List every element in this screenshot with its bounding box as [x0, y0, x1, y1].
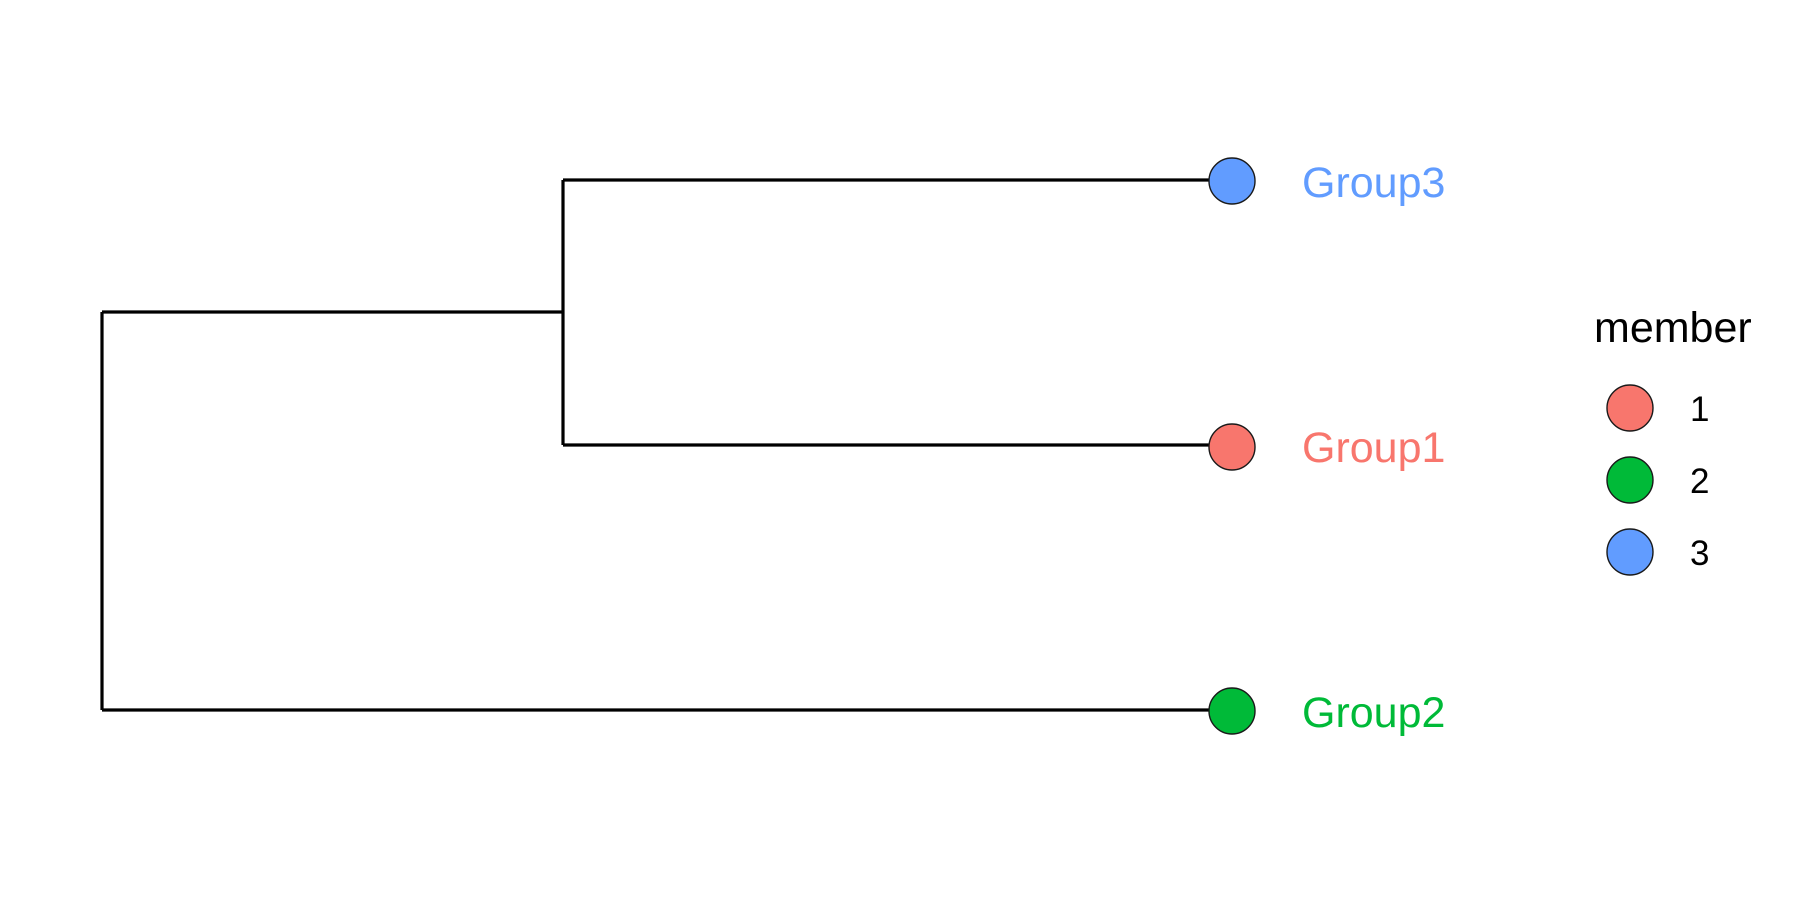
legend-key-2 [1606, 456, 1654, 504]
tip-point-group2 [1208, 687, 1256, 735]
tip-label-group3: Group3 [1302, 159, 1445, 207]
legend-title: member [1594, 304, 1752, 352]
tree-branches [100, 178, 1232, 712]
legend-item-1: 1 [1606, 384, 1709, 432]
tip-group2: Group2 [1208, 687, 1445, 737]
tip-label-group1: Group1 [1302, 424, 1445, 472]
legend-key-1 [1606, 384, 1654, 432]
legend: member 1 2 3 [1594, 304, 1752, 576]
tip-point-group3 [1208, 157, 1256, 205]
legend-item-2: 2 [1606, 456, 1709, 504]
legend-item-3: 3 [1606, 528, 1709, 576]
legend-label-1: 1 [1690, 390, 1709, 429]
tip-label-group2: Group2 [1302, 689, 1445, 737]
tip-group1: Group1 [1208, 423, 1445, 472]
legend-label-3: 3 [1690, 534, 1709, 573]
legend-key-3 [1606, 528, 1654, 576]
tip-group3: Group3 [1208, 157, 1445, 207]
legend-label-2: 2 [1690, 462, 1709, 501]
tip-point-group1 [1208, 423, 1256, 471]
